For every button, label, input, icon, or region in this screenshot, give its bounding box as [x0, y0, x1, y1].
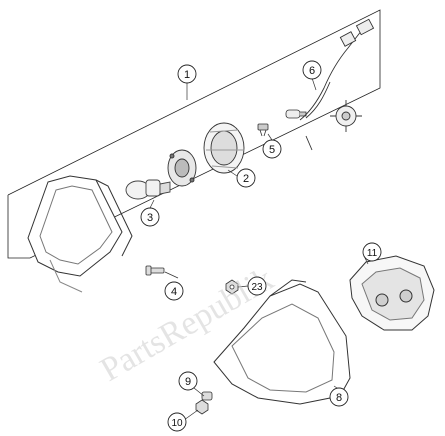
callout-5-label: 5	[269, 144, 275, 156]
headlight-bulb	[125, 179, 171, 200]
wiring-harness	[299, 18, 375, 151]
callout-23-label: 23	[251, 282, 263, 293]
callout-3-label: 3	[147, 212, 153, 224]
bushing	[201, 391, 213, 401]
callout-2-label: 2	[243, 173, 249, 185]
hex-nut	[225, 279, 239, 295]
callout-6-label: 6	[309, 65, 315, 77]
wire-clip	[257, 123, 269, 137]
screw	[145, 265, 165, 276]
callout-11-label: 11	[367, 248, 378, 259]
headlight-mask	[27, 175, 133, 293]
callout-10: 10	[167, 412, 187, 432]
assembly-outline	[7, 9, 381, 259]
callout-9-label: 9	[185, 376, 191, 388]
parking-lamp-bulb	[285, 109, 307, 119]
callout-4: 4	[164, 281, 184, 301]
callout-4-label: 4	[171, 286, 177, 298]
leader-lines	[149, 77, 369, 421]
headlight-bracket	[213, 279, 351, 405]
callout-1: 1	[177, 64, 197, 84]
callout-8-label: 8	[336, 392, 342, 404]
callout-1-label: 1	[184, 69, 190, 81]
callout-2: 2	[236, 168, 256, 188]
callout-10-label: 10	[171, 418, 183, 429]
callout-9: 9	[178, 371, 198, 391]
callout-6: 6	[302, 60, 322, 80]
bulb-holder	[167, 149, 197, 187]
callout-8: 8	[329, 387, 349, 407]
callout-5: 5	[262, 139, 282, 159]
small-bolt	[195, 399, 209, 415]
callout-23: 23	[247, 276, 267, 296]
callout-11: 11	[362, 242, 382, 262]
number-plate-housing	[349, 255, 435, 331]
callout-3: 3	[140, 207, 160, 227]
rubber-dust-cover	[203, 122, 245, 174]
